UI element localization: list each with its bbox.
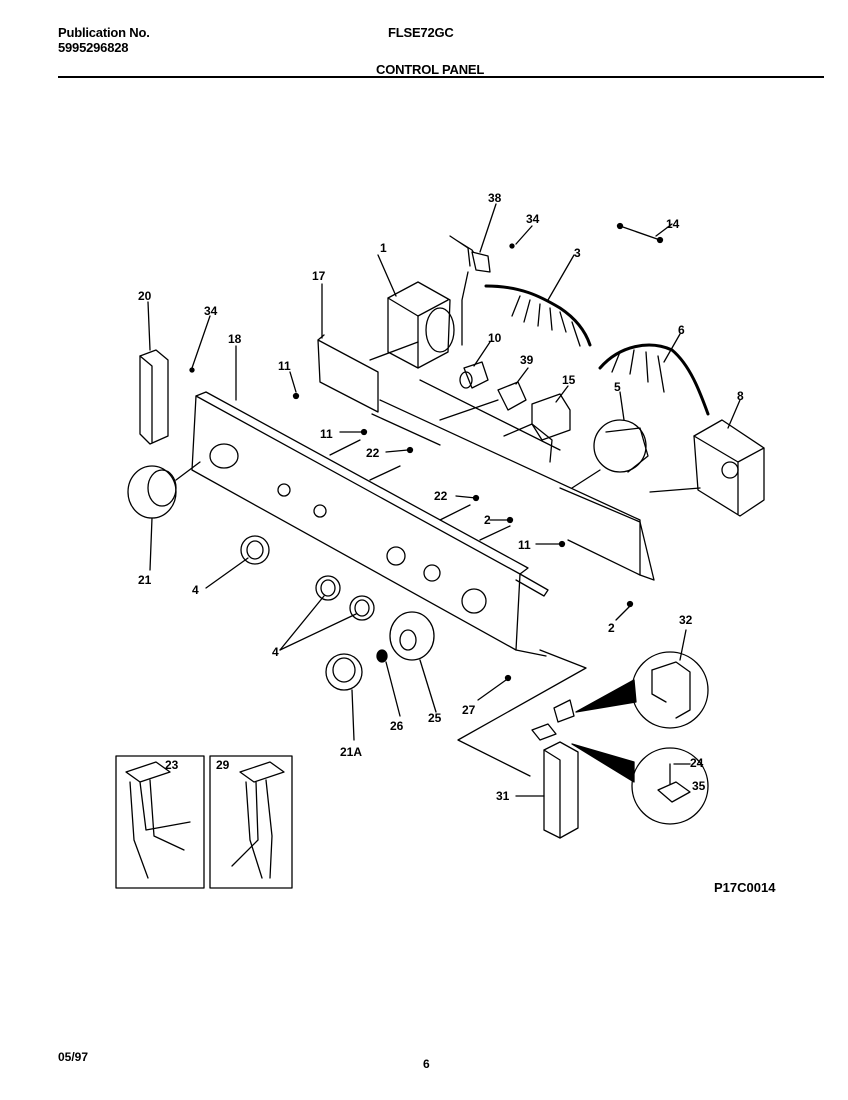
callout-11: 11 xyxy=(278,359,291,373)
panel-hole xyxy=(423,564,441,582)
callout-34: 34 xyxy=(204,304,218,318)
switch-10 xyxy=(463,361,489,389)
control-board-8 xyxy=(693,419,765,517)
control-panel-top-edge xyxy=(195,391,529,575)
knob-21 xyxy=(127,465,177,519)
callout-22: 22 xyxy=(434,489,448,503)
knob-4 xyxy=(315,575,341,601)
selector-switch-5 xyxy=(593,419,647,473)
dial-25 xyxy=(389,611,435,661)
callout-24: 24 xyxy=(690,756,704,770)
callout-11: 11 xyxy=(320,427,333,441)
callout-39: 39 xyxy=(520,353,534,367)
callout-5: 5 xyxy=(614,380,621,394)
callout-26: 26 xyxy=(390,719,404,733)
callout-34: 34 xyxy=(526,212,540,226)
panel-hole xyxy=(461,588,487,614)
callout-27: 27 xyxy=(462,703,476,717)
rear-panel-left xyxy=(317,339,379,413)
end-cap-20 xyxy=(139,349,169,445)
timer xyxy=(387,281,451,369)
connector-38 xyxy=(471,251,491,273)
panel-hole xyxy=(209,443,239,469)
screw-34 xyxy=(509,243,515,249)
callout-1: 1 xyxy=(380,241,387,255)
panel-hole xyxy=(277,483,291,497)
callout-21a: 21A xyxy=(340,745,362,759)
detail-pointer xyxy=(571,743,635,783)
callout-11: 11 xyxy=(518,538,531,552)
callout-4: 4 xyxy=(272,645,279,659)
callout-38: 38 xyxy=(488,191,502,205)
callout-25: 25 xyxy=(428,711,442,725)
callout-22: 22 xyxy=(366,446,380,460)
callout-8: 8 xyxy=(737,389,744,403)
detail-circle-35 xyxy=(631,747,709,825)
callout-6: 6 xyxy=(678,323,685,337)
header-rule xyxy=(58,76,824,78)
callout-23: 23 xyxy=(165,758,179,772)
callout-35: 35 xyxy=(692,779,706,793)
knob-4 xyxy=(240,535,270,565)
wire-14 xyxy=(619,225,661,241)
callout-15: 15 xyxy=(562,373,576,387)
callout-32: 32 xyxy=(679,613,693,627)
section-title: CONTROL PANEL xyxy=(376,62,485,77)
end-cap-31 xyxy=(543,741,579,839)
switch-15 xyxy=(531,393,571,441)
wire-harness-3 xyxy=(484,284,592,347)
callout-10: 10 xyxy=(488,331,502,345)
footer-date: 05/97 xyxy=(58,1050,89,1064)
diagram-code: P17C0014 xyxy=(714,880,776,895)
callout-18: 18 xyxy=(228,332,242,346)
publication-label: Publication No. xyxy=(58,25,150,40)
callout-2: 2 xyxy=(608,621,615,635)
model-number: FLSE72GC xyxy=(388,25,454,40)
callout-14: 14 xyxy=(666,217,680,231)
callout-20: 20 xyxy=(138,289,152,303)
callout-31: 31 xyxy=(496,789,510,803)
spring-26 xyxy=(376,649,388,663)
switch-39 xyxy=(497,381,527,411)
rear-panel-body xyxy=(379,399,641,576)
callout-3: 3 xyxy=(574,246,581,260)
detail-pointer xyxy=(575,679,637,713)
knob-21a xyxy=(325,653,363,691)
publication-number: 5995296828 xyxy=(58,40,129,55)
page-number: 6 xyxy=(423,1057,430,1071)
callout-21: 21 xyxy=(138,573,152,587)
callout-17: 17 xyxy=(312,269,326,283)
callout-4: 4 xyxy=(192,583,199,597)
callout-2: 2 xyxy=(484,513,491,527)
panel-hole xyxy=(386,546,406,566)
panel-hole xyxy=(313,504,327,518)
callout-29: 29 xyxy=(216,758,230,772)
